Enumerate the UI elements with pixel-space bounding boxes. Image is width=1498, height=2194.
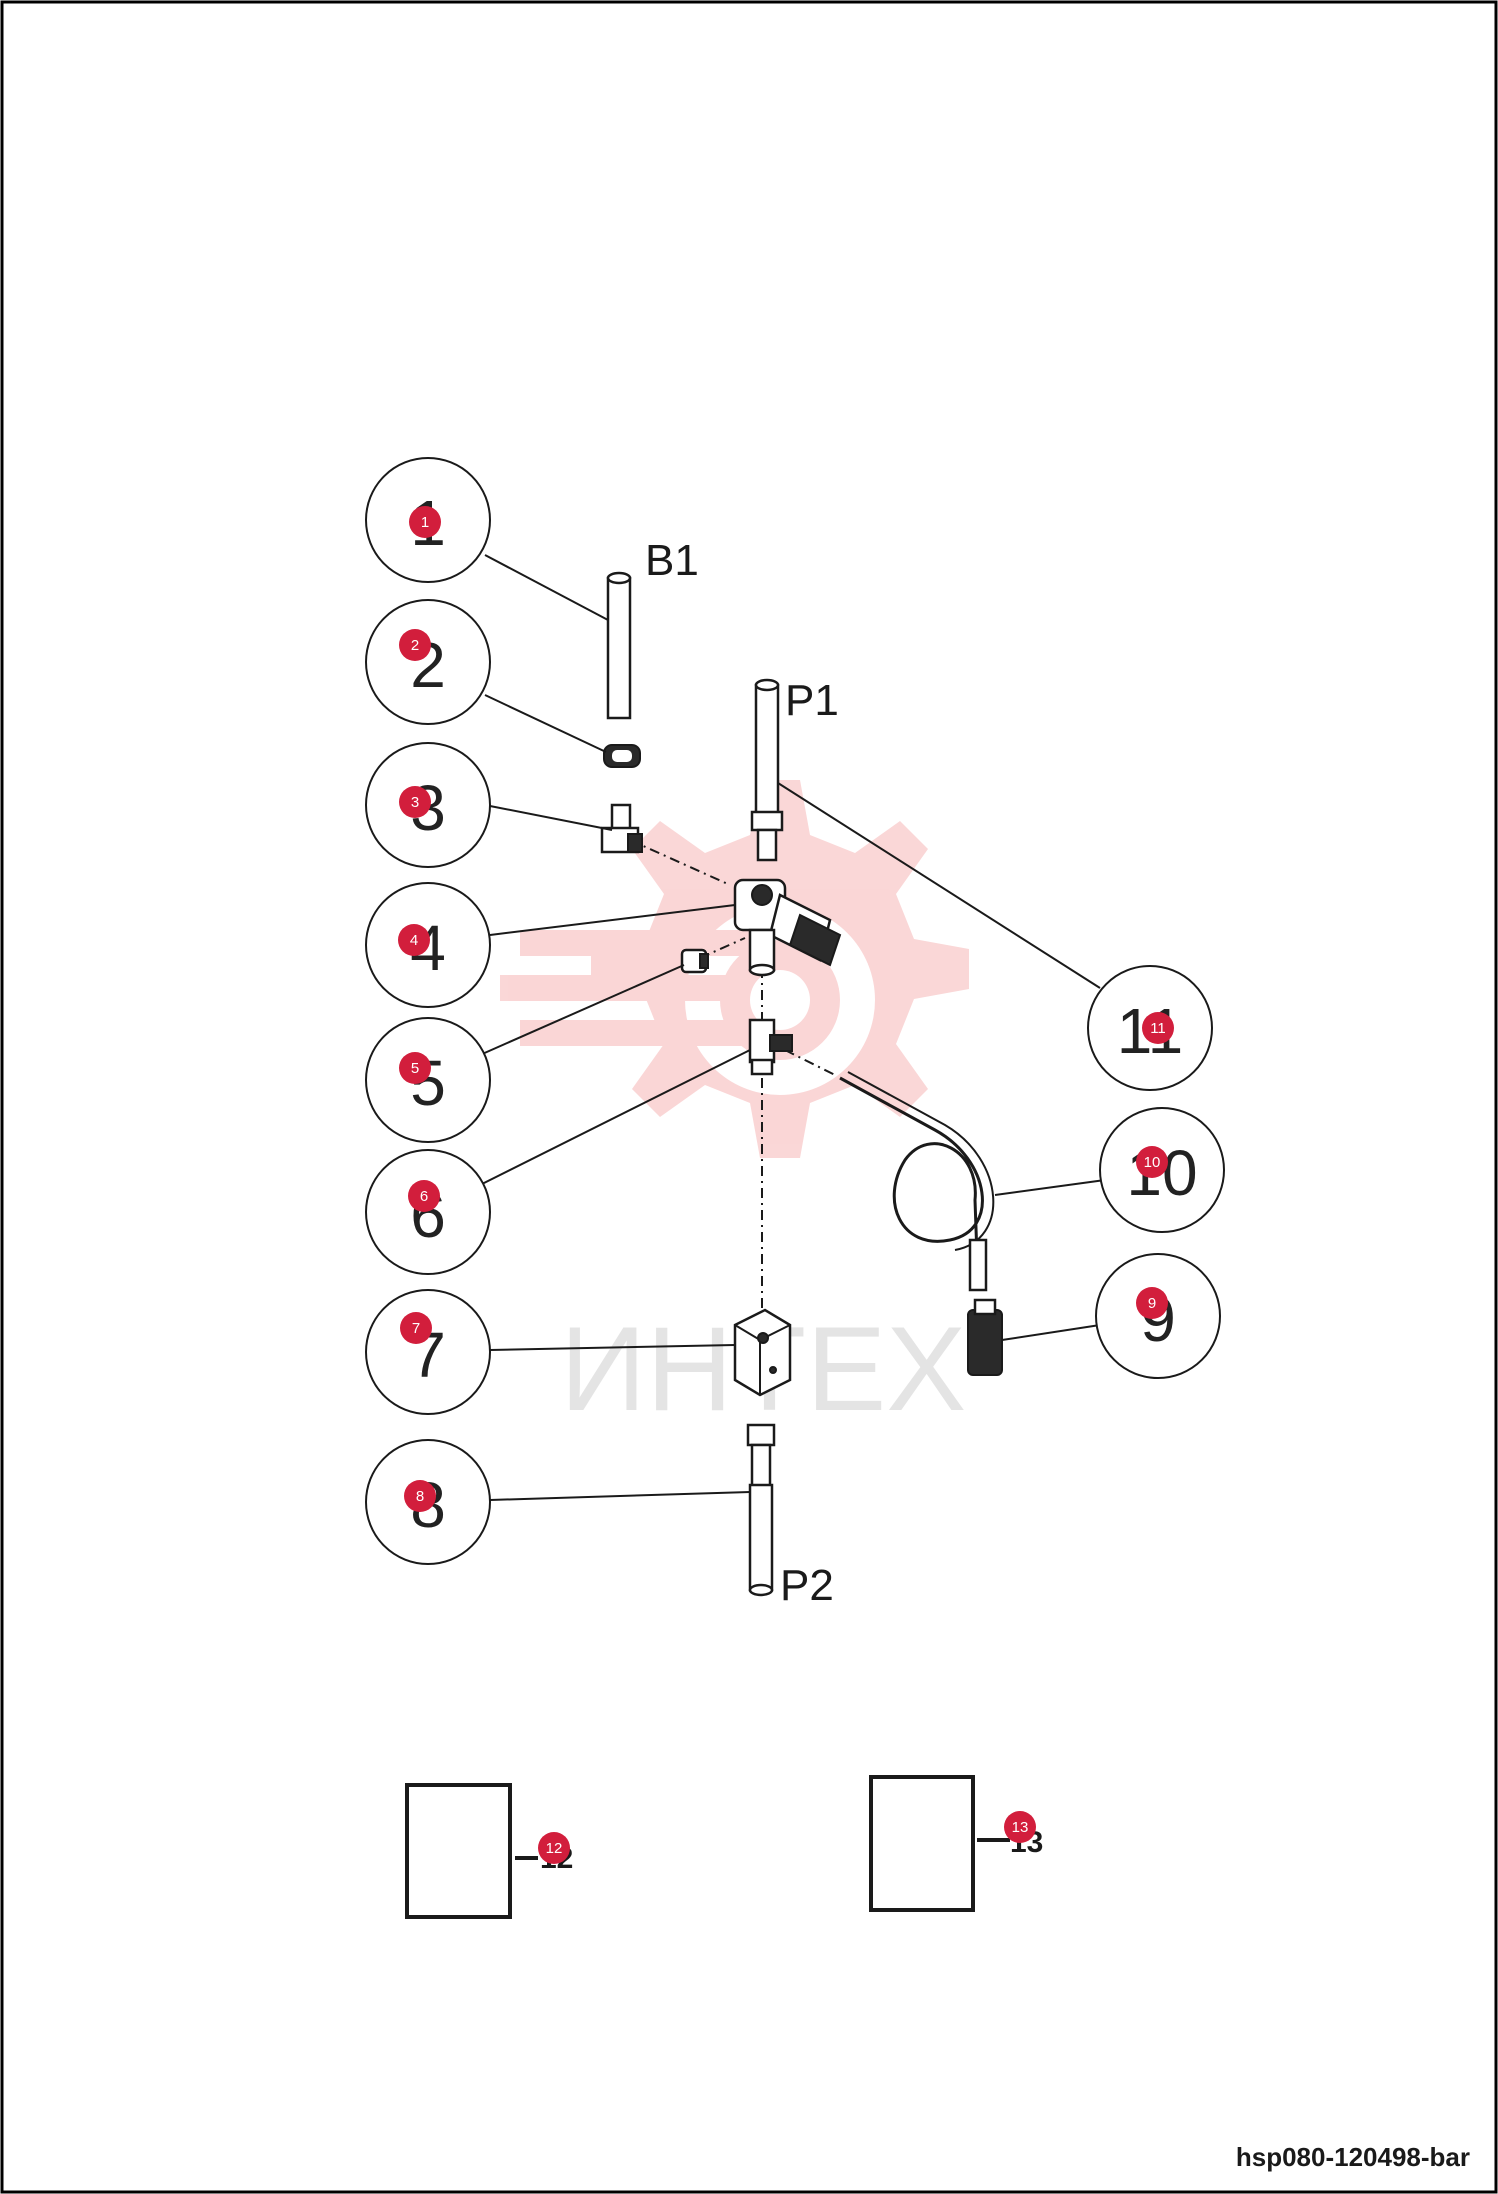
axis-6-10 [784, 1049, 836, 1076]
hotspot-5[interactable]: 5 [399, 1052, 431, 1084]
svg-text:4: 4 [410, 932, 418, 949]
svg-text:10: 10 [1144, 1154, 1161, 1171]
svg-text:6: 6 [420, 1188, 428, 1205]
hotspot-3[interactable]: 3 [399, 786, 431, 818]
part-3-elbow-fitting [600, 803, 643, 854]
part-4-valve-body [733, 878, 842, 977]
callout-2: 2 [365, 599, 491, 725]
part-2-hose-clip [603, 744, 641, 768]
part-9-filter [967, 1298, 1003, 1376]
hotspot-7[interactable]: 7 [400, 1312, 432, 1344]
hotspot-6[interactable]: 6 [408, 1180, 440, 1212]
hotspot-2[interactable]: 2 [399, 629, 431, 661]
callout-6: 6 [365, 1149, 491, 1275]
port-label-b1: B1 [645, 536, 699, 585]
hotspot-13[interactable]: 13 [1004, 1811, 1036, 1843]
part-7-block [733, 1308, 792, 1397]
hotspot-8[interactable]: 8 [404, 1480, 436, 1512]
item-box-12: 12 [405, 1783, 573, 1919]
svg-text:2: 2 [411, 637, 419, 654]
part-1-tube-b1 [606, 571, 632, 720]
callout-7: 7 [365, 1289, 491, 1415]
part-10-coiled-tube [839, 1071, 995, 1292]
svg-text:11: 11 [1150, 1020, 1166, 1037]
leader-lines [479, 554, 1106, 1501]
hotspot-9[interactable]: 9 [1136, 1287, 1168, 1319]
hotspot-11[interactable]: 11 [1142, 1012, 1174, 1044]
hotspot-12[interactable]: 12 [538, 1832, 570, 1864]
port-label-p2: P2 [780, 1561, 834, 1610]
part-8-tube-p2 [746, 1423, 776, 1597]
diagram-code: hsp080-120498-bar [1236, 2142, 1470, 2172]
svg-text:9: 9 [1148, 1295, 1156, 1312]
part-11-tube-p1 [750, 678, 784, 862]
callout-5: 5 [365, 1017, 491, 1143]
watermark-gear-icon [500, 780, 969, 1158]
hotspot-10[interactable]: 10 [1136, 1146, 1168, 1178]
axis-3-4 [629, 839, 731, 886]
svg-text:5: 5 [411, 1060, 419, 1077]
svg-text:8: 8 [416, 1488, 424, 1505]
svg-text:7: 7 [412, 1320, 420, 1337]
item-box-13: 13 [869, 1775, 1043, 1912]
hotspot-4[interactable]: 4 [398, 924, 430, 956]
svg-text:3: 3 [411, 794, 419, 811]
svg-text:12: 12 [546, 1840, 563, 1857]
svg-text:13: 13 [1012, 1819, 1029, 1836]
part-5-plug [680, 948, 709, 974]
part-6-tee-fitting [748, 1018, 793, 1076]
hotspot-1[interactable]: 1 [409, 506, 441, 538]
svg-text:1: 1 [421, 514, 429, 531]
port-label-p1: P1 [785, 676, 839, 725]
